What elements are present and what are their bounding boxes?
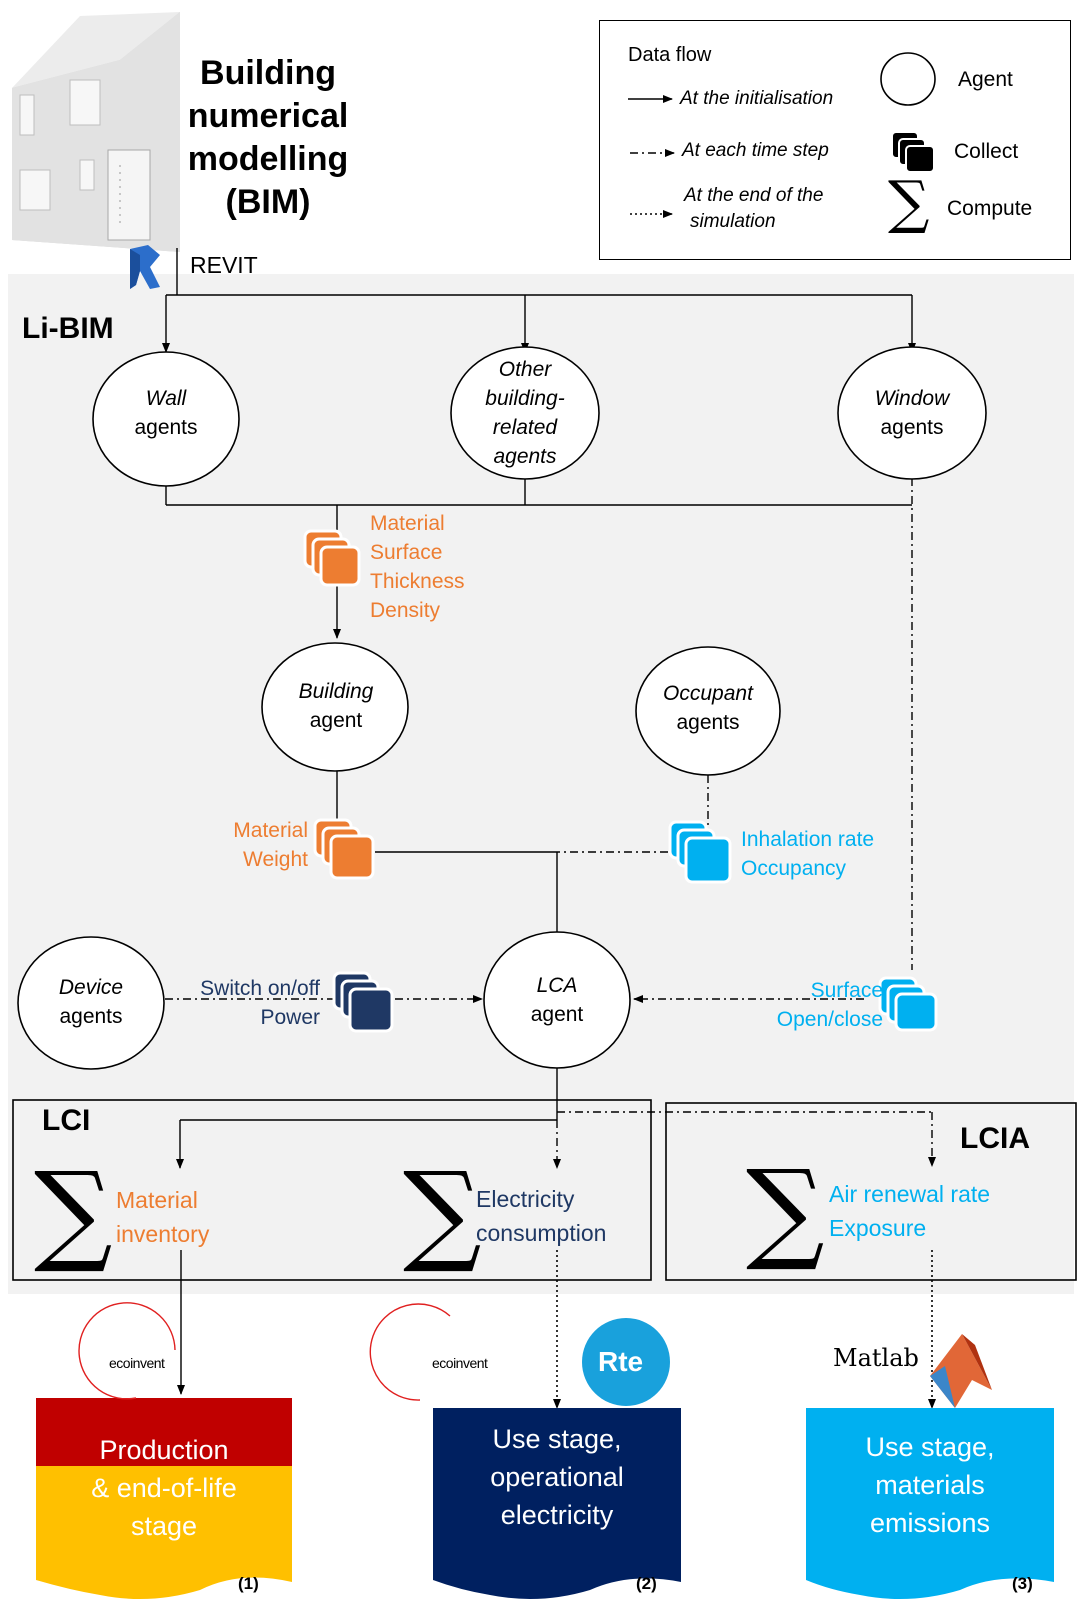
legend-step-label: At each time step	[682, 140, 829, 161]
stage-1-number: (1)	[238, 1574, 259, 1593]
electricity-consumption-label: Electricity consumption	[476, 1186, 607, 1246]
device-output-labels: Switch on/off Power	[200, 977, 320, 1029]
rte-logo-text: Rte	[598, 1346, 644, 1377]
window-agents-node	[837, 346, 987, 480]
stage-1-banner	[36, 1398, 292, 1599]
lcia-label: LCIA	[960, 1122, 1030, 1155]
stage-2-number: (2)	[636, 1574, 657, 1593]
building-props-labels: Material Surface Thickness Density	[370, 512, 465, 622]
legend-compute-label: Compute	[947, 197, 1033, 220]
stage-2-banner	[433, 1408, 681, 1599]
device-agents-node	[17, 936, 165, 1070]
legend-collect-label: Collect	[954, 140, 1019, 163]
lca-agent-node	[483, 931, 631, 1069]
legend-box	[599, 20, 1071, 260]
sigma-electricity-icon: ∑	[403, 1148, 482, 1276]
sigma-lcia-icon: ∑	[746, 1146, 825, 1274]
libim-label: Li-BIM	[22, 312, 114, 345]
ecoinvent-logo-1: ecoinvent	[109, 1355, 165, 1371]
stage-2-text: Use stage, operational electricity	[490, 1424, 624, 1530]
sigma-material-icon: ∑	[34, 1148, 113, 1276]
collect-icon-building-output	[313, 818, 375, 880]
revit-label: REVIT	[190, 252, 258, 278]
revit-logo	[130, 245, 160, 289]
lcia-items-label: Air renewal rate Exposure	[829, 1181, 991, 1241]
occupant-agents-node	[635, 646, 781, 776]
ecoinvent-swoosh-2	[369, 1303, 451, 1401]
collect-icon-window-output	[878, 976, 938, 1032]
legend-end-label-1: At the end of the	[684, 185, 824, 206]
rte-logo	[582, 1318, 670, 1406]
ecoinvent-swoosh-1	[78, 1302, 176, 1400]
ecoinvent-logo-2: ecoinvent	[432, 1355, 488, 1371]
stage-3-banner	[806, 1408, 1054, 1599]
building-illustration	[12, 12, 180, 252]
legend-sigma-icon: ∑	[888, 168, 930, 236]
window-output-labels: Surface Open/close	[776, 979, 883, 1031]
bim-title: Building numerical modelling (BIM)	[187, 54, 349, 221]
legend-agent-icon	[880, 52, 936, 106]
building-output-labels: Material Weight	[233, 819, 308, 871]
other-agents-node	[450, 346, 600, 480]
lci-label: LCI	[42, 1104, 91, 1137]
lci-box	[12, 1099, 652, 1281]
collect-icon-occupant-output	[668, 820, 732, 884]
legend-title: Data flow	[628, 44, 712, 66]
legend-end-label-2: simulation	[690, 211, 776, 232]
occupant-output-labels: Inhalation rate Occupancy	[741, 828, 875, 880]
legend-init-label: At the initialisation	[680, 88, 834, 109]
lcia-box	[665, 1102, 1077, 1281]
legend-agent-label: Agent	[958, 68, 1013, 91]
material-inventory-label: Material inventory	[116, 1187, 210, 1247]
wall-agents-node	[92, 351, 240, 487]
building-agent-node	[261, 642, 409, 772]
stage-3-text: Use stage, materials emissions	[865, 1432, 995, 1538]
collect-icon-device-output	[332, 971, 394, 1033]
matlab-logo	[930, 1334, 992, 1408]
legend-collect-icon	[891, 131, 935, 173]
matlab-logo-text: Matlab	[833, 1344, 919, 1372]
collect-icon-building-props	[303, 529, 361, 587]
stage-3-number: (3)	[1012, 1574, 1033, 1593]
stage-1-text: Production & end-of-life stage	[91, 1435, 237, 1541]
